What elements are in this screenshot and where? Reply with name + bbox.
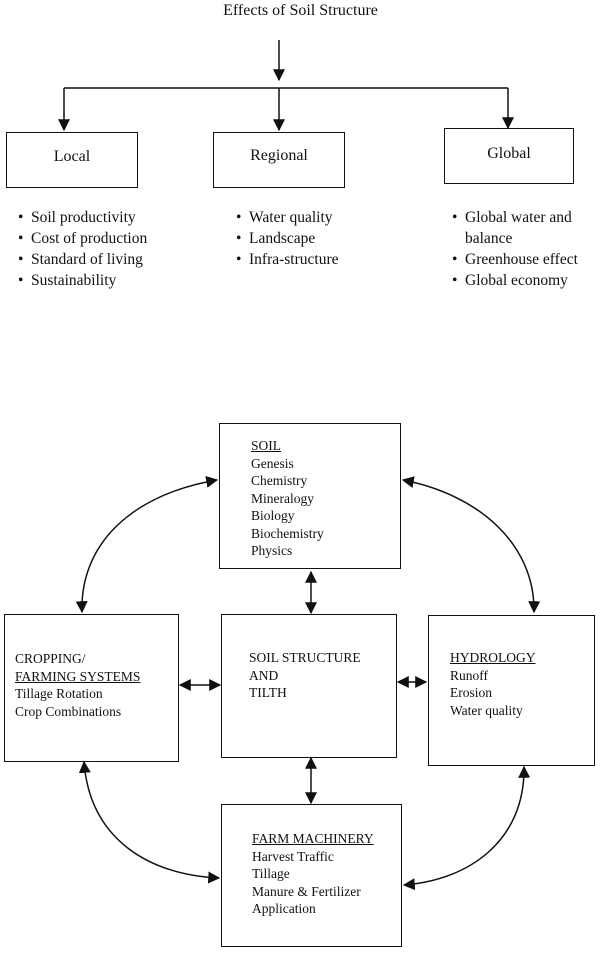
hydrology-heading: HYDROLOGY xyxy=(450,650,536,665)
soil-cropping-curve xyxy=(75,475,219,614)
list-item: Water quality xyxy=(236,207,406,228)
cropping-item: Tillage Rotation xyxy=(15,686,103,701)
soil-item: Biology xyxy=(251,508,295,523)
cropping-heading-line2: FARMING SYSTEMS xyxy=(15,668,141,684)
regional-box: Regional xyxy=(213,132,345,188)
list-item: Standard of living xyxy=(18,249,198,270)
list-item: Global economy xyxy=(452,270,594,291)
local-label: Local xyxy=(53,148,91,165)
soil-box: SOIL Genesis Chemistry Mineralogy Biolog… xyxy=(219,423,401,569)
list-item: Sustainability xyxy=(18,270,198,291)
global-effects-list: Global water and balance Greenhouse effe… xyxy=(452,207,594,291)
regional-label: Regional xyxy=(250,147,308,164)
center-line: TILTH xyxy=(249,685,287,700)
machinery-item: Application xyxy=(252,901,316,916)
cropping-heading-line1: CROPPING/ xyxy=(15,651,86,666)
center-line: AND xyxy=(249,667,279,683)
list-item: Infra-structure xyxy=(236,249,406,270)
hydrology-machinery-curve xyxy=(402,765,531,891)
regional-effects-list: Water quality Landscape Infra-structure xyxy=(236,207,406,270)
list-item: Greenhouse effect xyxy=(452,249,594,270)
soil-item: Chemistry xyxy=(251,473,308,488)
global-box: Global xyxy=(444,128,574,184)
soil-item: Physics xyxy=(251,543,293,558)
global-label: Global xyxy=(487,145,531,162)
machinery-item: Tillage xyxy=(252,866,290,881)
list-item: Global water and balance xyxy=(452,207,594,249)
local-box: Local xyxy=(6,132,138,188)
soil-structure-tilth-box: SOIL STRUCTURE AND TILTH xyxy=(221,614,397,758)
machinery-item: Harvest Traffic xyxy=(252,848,334,864)
soil-item: Mineralogy xyxy=(251,490,314,506)
diagram-title: Effects of Soil Structure xyxy=(223,2,378,19)
hydrology-item: Water quality xyxy=(450,702,523,718)
list-item: Cost of production xyxy=(18,228,198,249)
soil-item: Genesis xyxy=(251,455,294,471)
machinery-item: Manure & Fertilizer xyxy=(252,883,361,899)
farm-machinery-box: FARM MACHINERY Harvest Traffic Tillage M… xyxy=(221,804,402,947)
local-effects-list: Soil productivity Cost of production Sta… xyxy=(18,207,198,291)
center-line: SOIL STRUCTURE xyxy=(249,650,361,665)
list-item: Landscape xyxy=(236,228,406,249)
soil-item: Biochemistry xyxy=(251,525,324,541)
cropping-box: CROPPING/ FARMING SYSTEMS Tillage Rotati… xyxy=(4,614,179,762)
soil-heading: SOIL xyxy=(251,438,281,453)
cropping-item: Crop Combinations xyxy=(15,703,122,719)
hydrology-item: Erosion xyxy=(450,685,492,700)
list-item: Soil productivity xyxy=(18,207,198,228)
machinery-heading: FARM MACHINERY xyxy=(252,831,374,846)
soil-hydrology-curve xyxy=(401,476,541,614)
hydrology-item: Runoff xyxy=(450,667,489,683)
hydrology-box: HYDROLOGY Runoff Erosion Water quality xyxy=(428,615,595,766)
cropping-machinery-curve xyxy=(78,760,221,884)
